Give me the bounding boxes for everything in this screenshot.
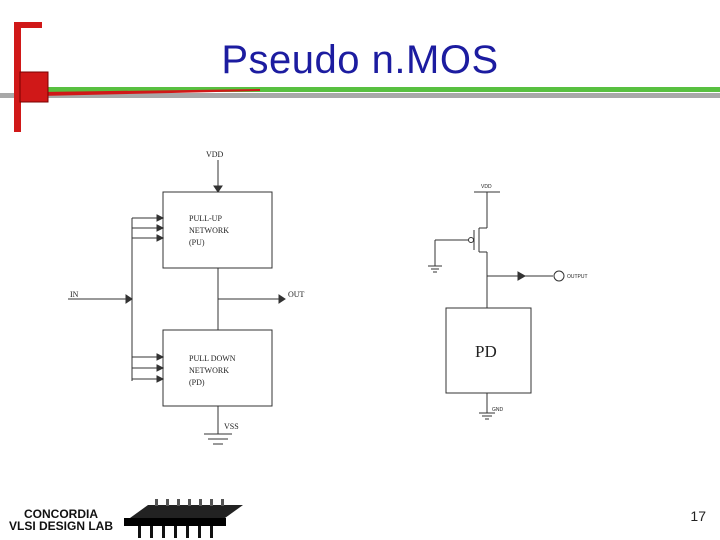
left-vss-label: VSS (224, 422, 239, 431)
lab-name-line2: VLSI DESIGN LAB (8, 519, 113, 533)
right-gnd-label: GND (492, 407, 504, 413)
page-number: 17 (690, 508, 706, 524)
right-output-arrow (517, 271, 527, 281)
pu-input-2-arrow (156, 224, 165, 232)
red-square-block (19, 71, 49, 103)
left-ground-symbol (204, 433, 232, 445)
pull-down-label-line1: PULL DOWN (189, 354, 236, 363)
pd-network-box (445, 307, 532, 394)
pull-up-network-box (162, 191, 273, 269)
red-bracket-vertical (14, 22, 21, 132)
pd-input-3-arrow (156, 375, 165, 383)
red-header-wedge (40, 89, 260, 96)
green-header-bar (40, 87, 720, 92)
pd-input-1-arrow (156, 353, 165, 361)
pull-up-label-line2: NETWORK (189, 226, 229, 235)
pull-down-network-box (162, 329, 273, 407)
left-output-arrow (278, 294, 286, 304)
pd-input-2-arrow (156, 364, 165, 372)
left-vdd-label: VDD (206, 150, 224, 159)
right-vdd-label: VDD (481, 184, 492, 190)
pu-input-1-arrow (156, 214, 165, 222)
pull-up-label-line3: (PU) (189, 238, 205, 247)
left-input-label: IN (70, 290, 79, 299)
right-ground-symbol (479, 412, 495, 420)
left-vdd-arrow (213, 185, 223, 193)
red-bracket-top (14, 22, 42, 28)
slide-title: Pseudo n.MOS (221, 38, 499, 82)
right-output-label: OUTPUT (567, 274, 588, 280)
pull-down-label-line3: (PD) (189, 378, 205, 387)
lab-logo-text: CONCORDIA VLSI DESIGN LAB (0, 508, 122, 532)
output-terminal (553, 270, 565, 282)
gray-header-bar (0, 93, 720, 98)
pmos-gate-ground-symbol (428, 265, 442, 273)
left-input-arrow (125, 294, 133, 304)
pmos-transistor (434, 227, 488, 308)
pu-input-3-arrow (156, 234, 165, 242)
pull-down-label-line2: NETWORK (189, 366, 229, 375)
left-output-label: OUT (288, 290, 305, 299)
lab-name-line1: CONCORDIA (24, 507, 98, 521)
pull-up-label-line1: PULL-UP (189, 214, 222, 223)
pd-label: PD (475, 342, 497, 361)
